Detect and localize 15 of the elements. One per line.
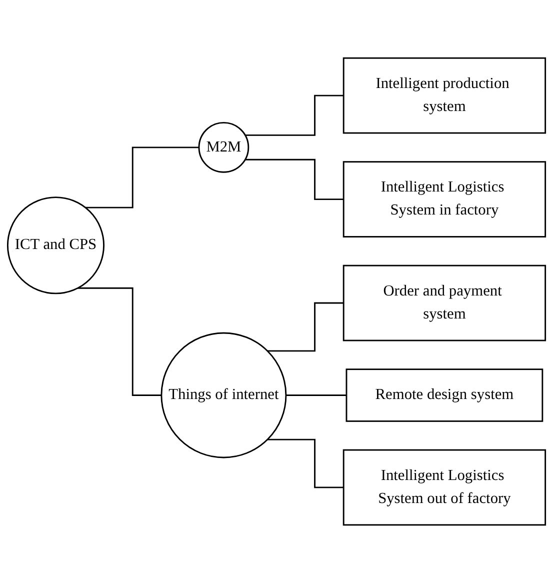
- node-box: Remote design system: [346, 368, 544, 422]
- connector: [245, 158, 344, 200]
- node-box: Order and payment system: [342, 264, 546, 342]
- node-circle: ICT and CPS: [6, 196, 105, 294]
- connector: [245, 94, 344, 136]
- connector: [78, 287, 162, 396]
- node-box: Intelligent production system: [342, 57, 546, 134]
- node-circle: Things of internet: [160, 332, 287, 458]
- connector: [85, 146, 200, 208]
- connector: [267, 302, 344, 352]
- node-box: Intelligent Logistics System out of factory: [342, 449, 546, 526]
- connector: [267, 438, 344, 488]
- node-box: Intelligent Logistics System in factory: [342, 161, 546, 238]
- node-circle: M2M: [198, 122, 250, 173]
- connector: [286, 394, 348, 396]
